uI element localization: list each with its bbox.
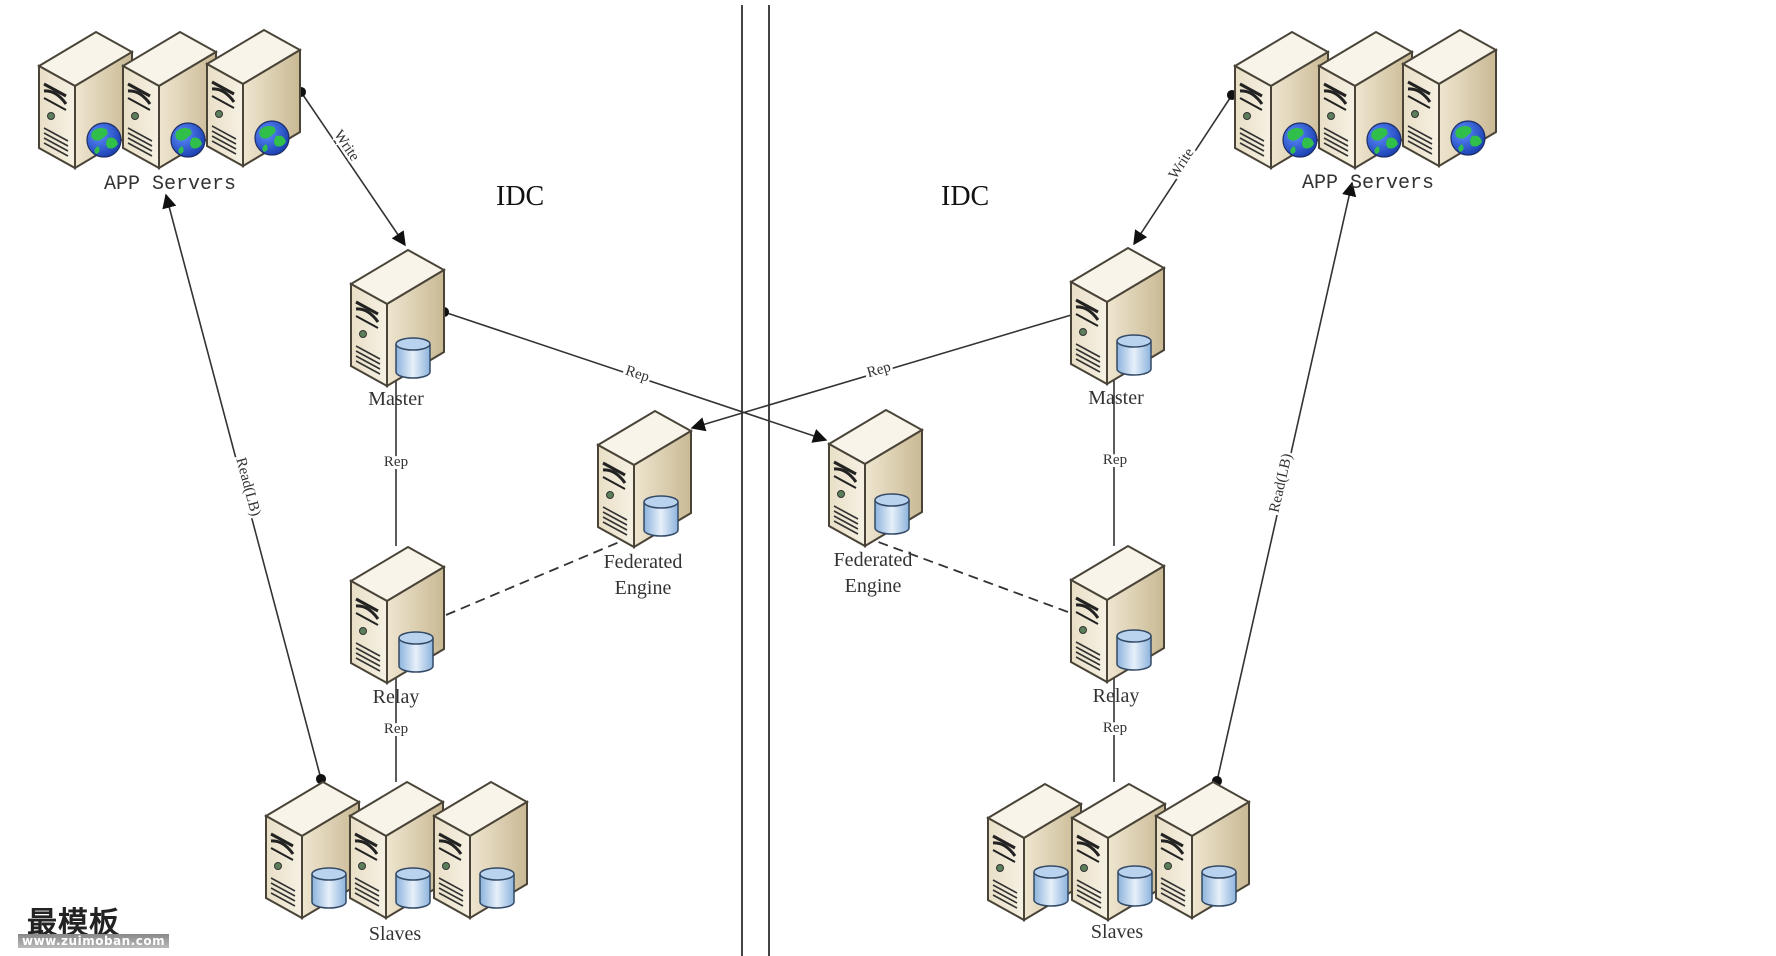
database-icon	[479, 867, 515, 909]
database-icon	[395, 867, 431, 909]
node-right-slaves: Slaves	[986, 780, 1251, 943]
node-label: Relay	[1093, 685, 1140, 707]
globe-icon	[170, 122, 206, 158]
database-icon	[643, 495, 679, 537]
node-left-app-servers: APP Servers	[37, 28, 302, 196]
edge-right-write	[1133, 89, 1238, 246]
node-right-relay: Relay	[1069, 544, 1166, 707]
edge-label-left-read: Read(LB)	[232, 456, 263, 518]
node-label: APP Servers	[1302, 172, 1434, 195]
database-icon	[1033, 865, 1069, 907]
server-icon	[121, 30, 218, 170]
edge-label-left-write: Write	[330, 127, 362, 164]
edge-label-right-relay-slaves: Rep	[1103, 720, 1127, 736]
node-right-federated-engine: Federated Engine	[827, 408, 924, 597]
server-icon	[1233, 30, 1330, 170]
edge-label-left-relay-slaves: Rep	[384, 721, 408, 737]
edge-right-master-to-left-federated	[690, 307, 1084, 432]
node-label-line1: Federated	[834, 549, 913, 571]
edge-label-right-write: Write	[1166, 145, 1198, 182]
globe-icon	[86, 122, 122, 158]
node-label-line2: Engine	[845, 575, 902, 597]
node-label: Slaves	[1091, 921, 1143, 943]
node-label: Relay	[373, 686, 420, 708]
node-left-slaves: Slaves	[264, 780, 529, 945]
zone-label-right: IDC	[941, 181, 989, 212]
globe-icon	[254, 120, 290, 156]
edge-label-left-master-relay: Rep	[384, 454, 408, 470]
globe-icon	[1450, 120, 1486, 156]
database-icon	[395, 337, 431, 379]
node-left-relay: Relay	[349, 545, 446, 708]
watermark-url: www.zuimoban.com	[18, 934, 170, 948]
edge-label-right-read: Read(LB)	[1267, 452, 1296, 514]
edge-label-right-to-left-rep: Rep	[865, 359, 893, 381]
node-label: APP Servers	[104, 173, 236, 196]
edge-right-read	[1211, 181, 1357, 787]
edge-label-right-master-relay: Rep	[1103, 452, 1127, 468]
server-icon	[37, 30, 134, 170]
server-icon	[1317, 30, 1414, 170]
node-label-line1: Federated	[604, 551, 683, 573]
globe-icon	[1282, 122, 1318, 158]
node-left-federated-engine: Federated Engine	[596, 409, 693, 599]
node-label: Slaves	[369, 923, 421, 945]
edge-left-write	[295, 86, 406, 247]
database-icon	[1117, 865, 1153, 907]
server-icon	[205, 28, 302, 168]
node-right-app-servers: APP Servers	[1233, 28, 1498, 195]
database-icon	[311, 867, 347, 909]
database-icon	[1201, 865, 1237, 907]
node-label: Master	[368, 388, 424, 410]
node-right-master: Master	[1069, 246, 1166, 409]
globe-icon	[1366, 122, 1402, 158]
edge-left-read	[162, 193, 327, 785]
node-label: Master	[1088, 387, 1144, 409]
server-icon	[1401, 28, 1498, 168]
edge-left-relay-federated	[445, 539, 625, 616]
node-left-master: Master	[349, 248, 446, 410]
database-icon	[1116, 629, 1152, 671]
database-icon	[1116, 334, 1152, 376]
database-icon	[874, 493, 910, 535]
edge-right-relay-federated	[861, 535, 1069, 613]
zone-label-left: IDC	[496, 181, 544, 212]
edge-label-left-to-right-rep: Rep	[623, 363, 651, 386]
database-icon	[398, 631, 434, 673]
node-label-line2: Engine	[615, 577, 672, 599]
